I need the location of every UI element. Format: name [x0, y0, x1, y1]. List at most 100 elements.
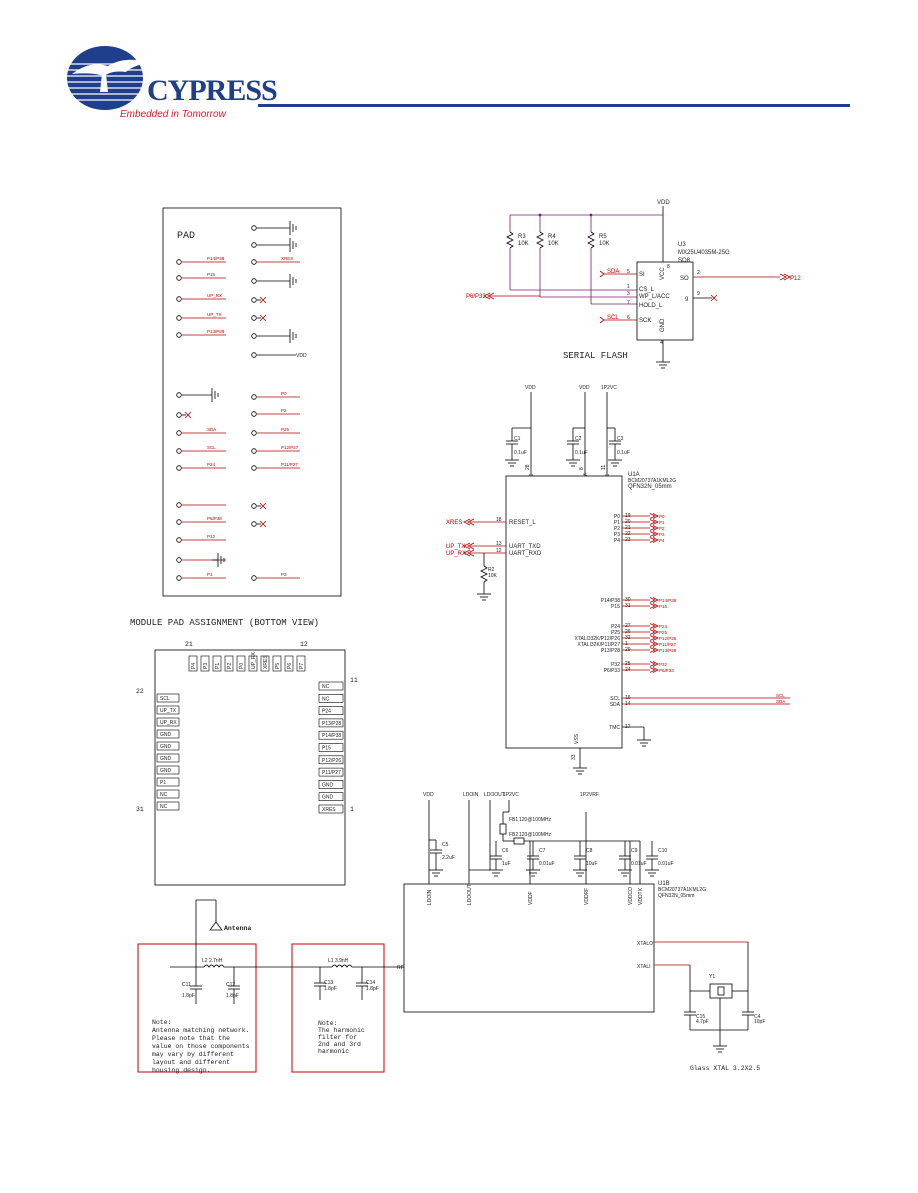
pad-dot [251, 394, 257, 400]
module-right-pad: P15 [318, 743, 344, 752]
module-left-pad: GND [156, 741, 180, 751]
pad-dot [176, 315, 182, 321]
module-top-pad: UP_RX [248, 652, 258, 672]
u1b-xtalo-pin: XTALO [637, 941, 653, 947]
ground-icon [477, 593, 491, 601]
pad-right-row [251, 520, 267, 528]
u1a-power-pin-number: 11 [601, 465, 607, 470]
ground-icon [566, 459, 580, 467]
u1a-pin-number: 12 [496, 548, 502, 554]
flash-chip-body [636, 261, 694, 341]
cap-value: 1uF [502, 861, 511, 867]
no-connect-icon [184, 411, 192, 419]
net-arrow-icon [649, 641, 659, 647]
net-arrow-icon [649, 519, 659, 525]
u1a-pin-name: P2 [614, 526, 620, 532]
u1a-net-label: P13/P28 [659, 648, 677, 653]
u1a-net-label: P12/P26 [659, 636, 677, 641]
pad-right-row: P2 [251, 408, 300, 417]
net-arrow-icon [649, 623, 659, 629]
u1b-rail: 1P2VRF [580, 792, 599, 798]
fb2-value: 120@100MHz [519, 832, 552, 838]
module-top-pad-label: P0 [239, 663, 245, 669]
u1a-pin-name: TMC [609, 725, 620, 731]
c12-value: 1.8pF [226, 993, 239, 999]
c15-ref: C15 [696, 1014, 705, 1020]
u1a-body [505, 475, 623, 749]
flash-pin-name: SO [680, 276, 689, 282]
u1a-net-label: XRES [446, 520, 462, 526]
module-right-pad: P13/P28 [318, 718, 344, 728]
u1a-rail-label: VDD [579, 385, 590, 391]
pad-right-label: P25 [281, 427, 290, 432]
pad-left-row [176, 388, 219, 402]
flash-pin-number: 3 [627, 291, 630, 297]
svg-text:9: 9 [685, 297, 689, 303]
pad-right-row [251, 274, 297, 288]
module-right-pad: XRES [318, 804, 344, 814]
c15-value: 4.7pF [696, 1019, 709, 1025]
module-top-pad-label: P5 [275, 663, 281, 669]
cypress-tree-logo-icon [67, 46, 150, 110]
net-arrow-icon [779, 273, 791, 281]
net-arrow-icon [483, 292, 495, 300]
ground-icon [289, 238, 297, 252]
u1a-pkg: QFN32N_05mm [628, 484, 672, 490]
pad-left-label: SCL [207, 445, 216, 450]
net-arrow-icon [463, 518, 475, 526]
pad-dot [176, 430, 182, 436]
cap-c9: C90.01uF [618, 841, 647, 877]
pad-panel-caption: MODULE PAD ASSIGNMENT (BOTTOM VIEW) [130, 618, 319, 628]
u1a-section: VDDVDDC28C10.1uFVDDVDDM8C20.1uF1P2VCVDDC… [446, 385, 790, 775]
flash-pin-number: 1 [627, 284, 630, 290]
crystal-ref: Y1 [709, 974, 715, 980]
module-right-pad-label: P13/P28 [322, 721, 341, 727]
net-arrow-icon [649, 629, 659, 635]
u1a-net-label: P14/P38 [659, 598, 677, 603]
u1b-pin-name: VDDF [528, 891, 534, 905]
module-left-pad-label: SCL [160, 696, 170, 702]
cap-ref: C9 [631, 848, 638, 854]
u1a-rail-label: 1P2VC [601, 385, 617, 391]
pad-right-row [251, 314, 267, 322]
pad-right-label: VDD [296, 353, 307, 359]
u1a-pin-name: RESET_L [509, 520, 536, 526]
pad-left-label: P6/P33 [207, 516, 222, 521]
u1a-pin-name: P1 [614, 520, 620, 526]
module-left-pad-label: UP_RX [160, 720, 177, 726]
c11-ref: C11 [182, 982, 191, 988]
cap-c11: C11 1.8pF [182, 982, 202, 999]
cap-value: 0.1uF [514, 450, 527, 456]
pad-right-row: P25 [251, 427, 300, 436]
u1b-part: BCM20737A1KML2G [658, 887, 706, 893]
module-left-pad-label: GND [160, 756, 172, 762]
module-left-pad-label: NC [160, 804, 168, 810]
flash-pin-name: SCK [639, 318, 651, 324]
pad-dot [251, 503, 257, 509]
pad-left-row: UP_RX [176, 293, 226, 302]
u1a-net-label: P11/P27 [659, 642, 676, 647]
module-left-pad: SCL [156, 693, 180, 703]
net-arrow-icon [649, 647, 659, 653]
pad-dot [176, 502, 182, 508]
u1a-power-pin-number: 28 [525, 464, 531, 470]
u1a-pin-name: XTALI32K/P11/P27 [577, 642, 620, 648]
module-left-pad: UP_TX [156, 705, 180, 715]
u1a-net-label: P15 [659, 604, 668, 609]
module-top-pad-label: P6 [287, 663, 293, 669]
flash-pin-number: 7 [627, 300, 630, 306]
no-connect-icon [259, 296, 267, 304]
flash-pin-right: 99 [685, 291, 718, 303]
pad-right-row [251, 238, 297, 252]
